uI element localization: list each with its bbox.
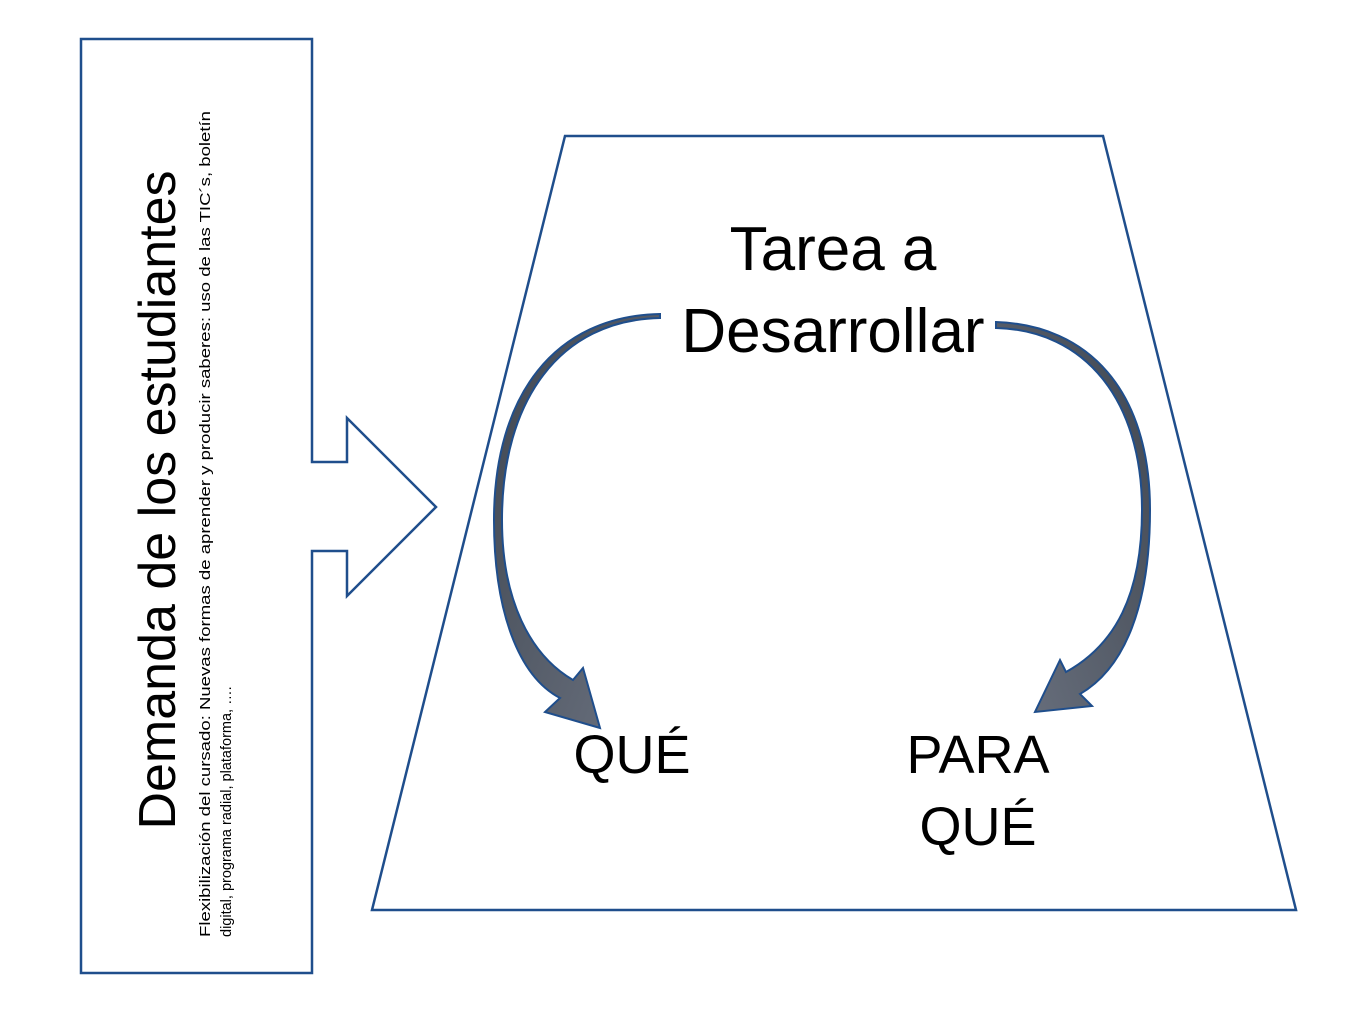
purpose-label-line2: QUÉ <box>919 797 1036 857</box>
curved-arrow-left <box>492 312 661 730</box>
demand-panel-arrow <box>79 37 438 975</box>
purpose-label-line1: PARA <box>906 725 1049 785</box>
demand-panel-text: Demanda de los estudiantes <box>129 170 187 829</box>
demand-panel-subtitle-line1: Flexibilización del cursado: Nuevas form… <box>198 111 214 937</box>
task-title-line1: Tarea a <box>730 215 937 284</box>
curved-arrow-right <box>995 320 1152 714</box>
what-label: QUÉ <box>573 725 690 785</box>
demand-panel-title: Demanda de los estudiantes <box>129 170 187 829</box>
task-title-line2: Desarrollar <box>681 297 984 366</box>
demand-panel-subtitle-line2: digital, programa radial, plataforma, …. <box>219 686 235 937</box>
